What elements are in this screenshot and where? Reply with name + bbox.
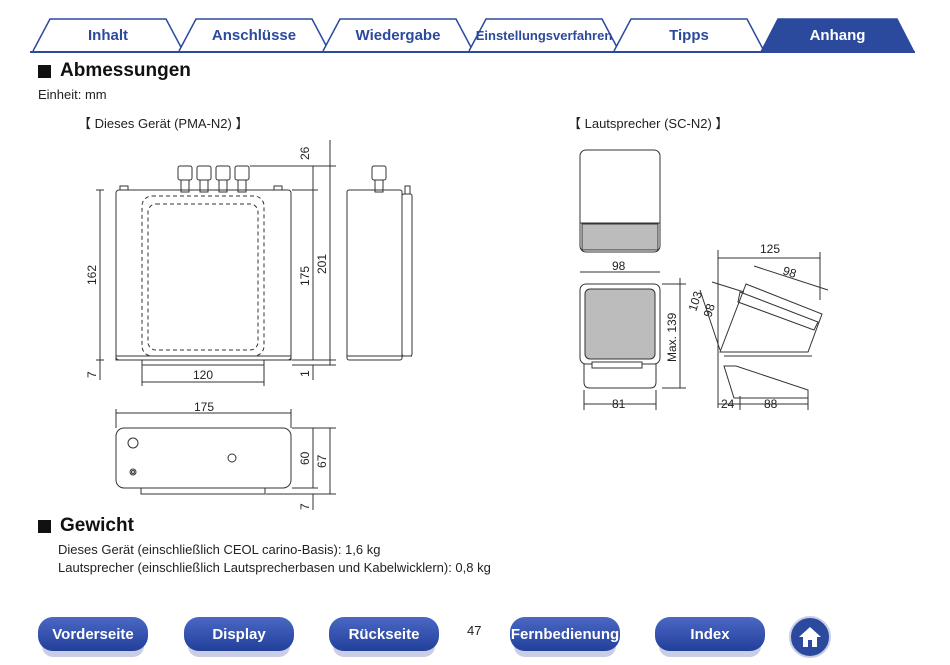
tab-shape [32, 18, 184, 52]
nav-button-index[interactable]: Index [655, 617, 765, 651]
tab-label: Inhalt [88, 26, 128, 44]
dim-67: 67 [315, 454, 329, 468]
dim-1: 1 [298, 370, 312, 377]
device-top-view [115, 409, 336, 510]
speaker-top-view [579, 149, 661, 253]
speaker-caption: 【 Lautsprecher (SC-N2) 】 [568, 116, 729, 131]
spk-dim-103: 103 [686, 289, 706, 313]
unit-label: Einheit: mm [38, 87, 107, 102]
dim-7-left: 7 [85, 371, 99, 378]
spk-dim-88: 88 [764, 397, 778, 411]
speaker-front-view [579, 271, 686, 410]
tab-label: Anschlüsse [211, 26, 297, 44]
tab-einstellungsverfahren[interactable]: Einstellungsverfahren [468, 18, 620, 52]
tab-shape [468, 18, 620, 52]
spk-dim-81: 81 [612, 397, 626, 411]
tab-label: Tipps [669, 26, 709, 44]
spk-dim-125: 125 [760, 242, 780, 256]
tab-shape [322, 18, 474, 52]
section-title-weight: Gewicht [38, 515, 134, 537]
tab-anschluesse[interactable]: Anschlüsse [178, 18, 330, 52]
tab-bar: Inhalt Anschlüsse Wiedergabe Einstellung… [0, 0, 950, 56]
section-title-dimensions: Abmessungen [38, 60, 191, 82]
home-button[interactable] [789, 616, 831, 658]
nav-button-rueckseite[interactable]: Rückseite [329, 617, 439, 651]
dim-175-top: 175 [194, 400, 214, 414]
tab-shape [760, 18, 915, 52]
spk-dim-98-slope: 98 [781, 264, 798, 282]
spk-dim-max139: Max. 139 [665, 312, 679, 362]
dim-26: 26 [298, 146, 312, 160]
spk-dim-98-top: 98 [612, 259, 626, 273]
tab-label: Einstellungsverfahren [475, 27, 613, 43]
speaker-side-view [699, 250, 829, 410]
tab-label: Anhang [809, 26, 866, 44]
tab-anhang[interactable]: Anhang [760, 18, 915, 52]
dim-175-side: 175 [298, 266, 312, 286]
spk-dim-24: 24 [721, 397, 735, 411]
tab-inhalt[interactable]: Inhalt [32, 18, 184, 52]
tab-label: Wiedergabe [355, 26, 441, 44]
tab-shape [178, 18, 330, 52]
bullet-square-icon [38, 519, 51, 533]
tab-underline [30, 51, 915, 53]
nav-button-display[interactable]: Display [184, 617, 294, 651]
device-side-view [346, 165, 413, 361]
dim-120: 120 [193, 368, 213, 382]
dim-201: 201 [315, 254, 329, 274]
dim-162: 162 [85, 265, 99, 285]
weight-line-speaker: Lautsprecher (einschließlich Lautspreche… [58, 560, 491, 575]
device-caption: 【 Dieses Gerät (PMA-N2) 】 [78, 116, 249, 131]
bullet-square-icon [38, 64, 51, 78]
tab-tipps[interactable]: Tipps [613, 18, 765, 52]
tab-wiedergabe[interactable]: Wiedergabe [322, 18, 474, 52]
device-front-view [96, 140, 336, 386]
nav-button-vorderseite[interactable]: Vorderseite [38, 617, 148, 651]
tab-shape [613, 18, 765, 52]
home-icon [799, 627, 821, 647]
nav-button-fernbedienung[interactable]: Fernbedienung [510, 617, 620, 651]
page-number: 47 [467, 623, 482, 638]
device-front-view-labels: 162 7 120 175 201 26 1 [85, 146, 329, 382]
dim-7-bottom: 7 [298, 503, 312, 510]
weight-line-device: Dieses Gerät (einschließlich CEOL carino… [58, 542, 381, 557]
dim-60: 60 [298, 451, 312, 465]
spk-dim-98-vert: 98 [701, 302, 719, 319]
